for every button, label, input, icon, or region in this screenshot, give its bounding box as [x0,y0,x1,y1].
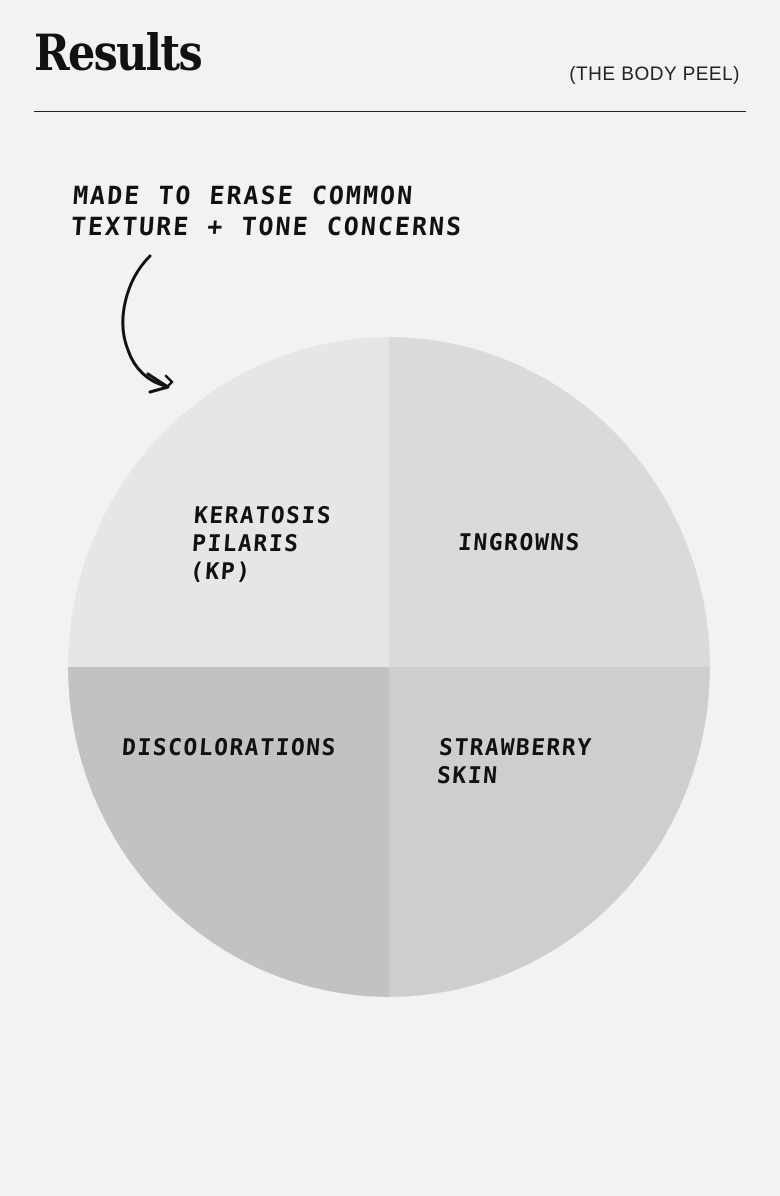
label-line: SKIN [436,763,500,789]
label-line: INGROWNS [457,530,582,556]
quadrant-top-right [389,337,710,667]
label-line: (KP) [189,559,253,585]
label-line: STRAWBERRY [438,735,594,761]
quadrant-bottom-left [68,667,389,997]
quadrant-top-left [68,337,389,667]
quadrant-label-discolorations: DISCOLORATIONS [121,734,338,762]
page-subtitle: (THE BODY PEEL) [569,64,740,85]
quadrant-label-strawberry-skin: STRAWBERRY SKIN [436,734,593,790]
page-title: Results [34,23,203,82]
header-divider [34,111,746,112]
label-line: DISCOLORATIONS [121,735,338,761]
quadrant-bottom-right [389,667,710,997]
curved-arrow-icon [121,254,174,394]
label-line: PILARIS [191,531,301,557]
quadrant-label-ingrowns: INGROWNS [457,529,582,557]
quadrant-label-keratosis-pilaris: KERATOSIS PILARIS (KP) [189,502,333,586]
label-line: KERATOSIS [193,503,333,529]
